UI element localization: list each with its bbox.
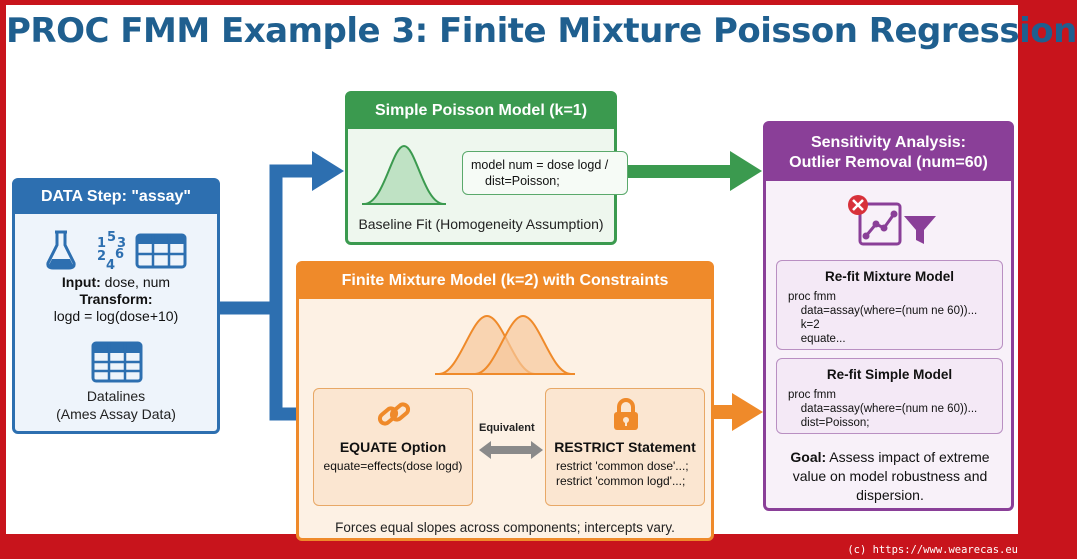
refit-mixture-code: proc fmm data=assay(where=(num ne 60))..… — [788, 291, 978, 345]
svg-text:5: 5 — [107, 230, 116, 245]
remove-outlier-icon — [848, 195, 936, 246]
equate-option-code: equate=effects(dose logd) — [323, 459, 463, 473]
mixture-to-sensitivity-connector — [714, 405, 734, 419]
svg-text:1: 1 — [97, 236, 106, 251]
simple-model-caption: Baseline Fit (Homogeneity Assumption) — [358, 216, 604, 232]
page-title: PROC FMM Example 3: Finite Mixture Poiss… — [6, 11, 1077, 51]
refit-mixture-title: Re-fit Mixture Model — [824, 269, 954, 284]
simple-poisson-header: Simple Poisson Model (k=1) — [348, 94, 614, 129]
arrow-to-sensitivity-orange — [732, 393, 763, 431]
copyright-footer: (c) https://www.wearecas.eu — [847, 544, 1018, 556]
svg-text:6: 6 — [115, 247, 124, 262]
refit-simple-title: Re-fit Simple Model — [826, 367, 953, 382]
datalines-table-icon — [91, 341, 143, 383]
svg-text:2: 2 — [97, 249, 106, 264]
mixture-model-caption: Forces equal slopes across components; i… — [335, 520, 675, 535]
equate-option-title: EQUATE Option — [339, 439, 447, 455]
sensitivity-goal: Goal: Assess impact of extreme value on … — [790, 449, 990, 503]
equate-option-box: EQUATE Option equate=effects(dose logd) — [313, 388, 473, 506]
arrow-to-sensitivity-green — [730, 151, 762, 191]
refit-simple-code: proc fmm data=assay(where=(num ne 60))..… — [788, 389, 978, 429]
simple-to-sensitivity-connector — [617, 165, 733, 178]
table-icon — [135, 233, 187, 269]
flask-icon — [46, 230, 76, 270]
mixture-curves-icon — [435, 314, 575, 375]
diagram-canvas: PROC FMM Example 3: Finite Mixture Poiss… — [6, 5, 1077, 541]
filter-icon — [904, 216, 936, 244]
data-to-models-connector — [220, 164, 318, 421]
refit-simple-box: Re-fit Simple Model proc fmm data=assay(… — [776, 358, 1003, 434]
link-icon — [377, 402, 411, 426]
mixture-model-header: Finite Mixture Model (k=2) with Constrai… — [299, 264, 711, 299]
simple-poisson-box: Simple Poisson Model (k=1) model num = d… — [345, 91, 628, 245]
svg-text:3: 3 — [117, 236, 126, 251]
svg-text:4: 4 — [106, 258, 115, 273]
bell-curve-icon — [362, 144, 446, 205]
sensitivity-analysis-box: Sensitivity Analysis: Outlier Removal (n… — [763, 121, 1014, 511]
refit-mixture-box: Re-fit Mixture Model proc fmm data=assay… — [776, 260, 1003, 350]
lock-icon — [614, 398, 638, 430]
datalines-label: Datalines (Ames Assay Data) — [56, 388, 176, 422]
connector-arrows — [220, 151, 763, 431]
equivalent-label: Equivalent — [479, 422, 535, 434]
data-step-input: Input: dose, num Transform: logd = log(d… — [53, 274, 179, 324]
data-step-header: DATA Step: "assay" — [15, 181, 217, 214]
double-arrow-icon — [479, 441, 543, 459]
restrict-statement-box: RESTRICT Statement restrict 'common dose… — [545, 388, 705, 506]
arrow-to-simple-model — [312, 151, 344, 191]
sensitivity-header: Sensitivity Analysis: Outlier Removal (n… — [766, 124, 1011, 181]
simple-model-code: model num = dose logd / dist=Poisson; — [462, 151, 628, 195]
mixture-model-box: Finite Mixture Model (k=2) with Constrai… — [296, 261, 714, 541]
restrict-statement-code: restrict 'common dose'...; restrict 'com… — [556, 459, 689, 488]
restrict-statement-title: RESTRICT Statement — [554, 439, 696, 455]
